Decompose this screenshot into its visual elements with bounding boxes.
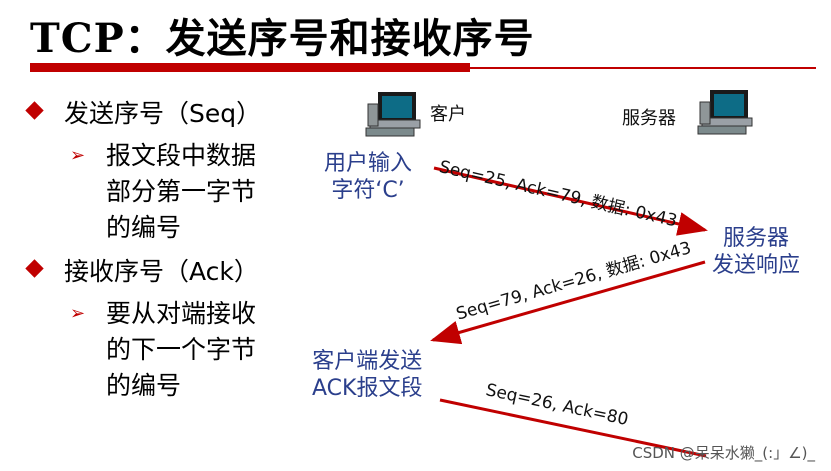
client-computer-icon [365, 92, 421, 137]
title-underline-accent [30, 63, 470, 72]
watermark: CSDN @呆呆水獭_(:」∠)_ [632, 444, 815, 462]
bullet-ack: 接收序号（Ack） [64, 257, 259, 286]
step-server-response-line-1: 服务器 [723, 226, 790, 251]
step-server-response-line-2: 发送响应 [712, 253, 801, 278]
client-label: 客户 [430, 104, 466, 125]
step-client-ack-line-2: ACK报文段 [312, 376, 423, 401]
step-server-response: 服务器 发送响应 [712, 225, 800, 279]
chevron-right-icon: ➢ [70, 303, 86, 324]
step-client-ack-line-1: 客户端发送 [312, 349, 423, 374]
bullet-seq-line-3: 的编号 [106, 213, 182, 242]
arrow-client-to-server [433, 166, 708, 236]
server-computer-icon [697, 90, 753, 135]
bullet-ack-line-1: 要从对端接收 [106, 299, 257, 328]
step-user-input-line-2: 字符‘C’ [331, 178, 405, 203]
chevron-right-icon: ➢ [70, 145, 86, 166]
bullet-ack-line-2: 的下一个字节 [106, 335, 257, 364]
arrow-client-ack [439, 398, 707, 458]
step-client-ack: 客户端发送 ACK报文段 [312, 348, 422, 402]
bullet-seq: 发送序号（Seq） [64, 99, 262, 128]
server-label: 服务器 [622, 108, 676, 129]
step-user-input-line-1: 用户输入 [324, 151, 413, 176]
bullet-ack-line-3: 的编号 [106, 371, 182, 400]
page-title: TCP：发送序号和接收序号 [30, 15, 535, 62]
arrow-server-to-client [430, 260, 706, 345]
bullet-seq-line-1: 报文段中数据 [106, 141, 257, 170]
bullet-seq-line-2: 部分第一字节 [106, 177, 257, 206]
step-user-input: 用户输入 字符‘C’ [324, 150, 412, 204]
